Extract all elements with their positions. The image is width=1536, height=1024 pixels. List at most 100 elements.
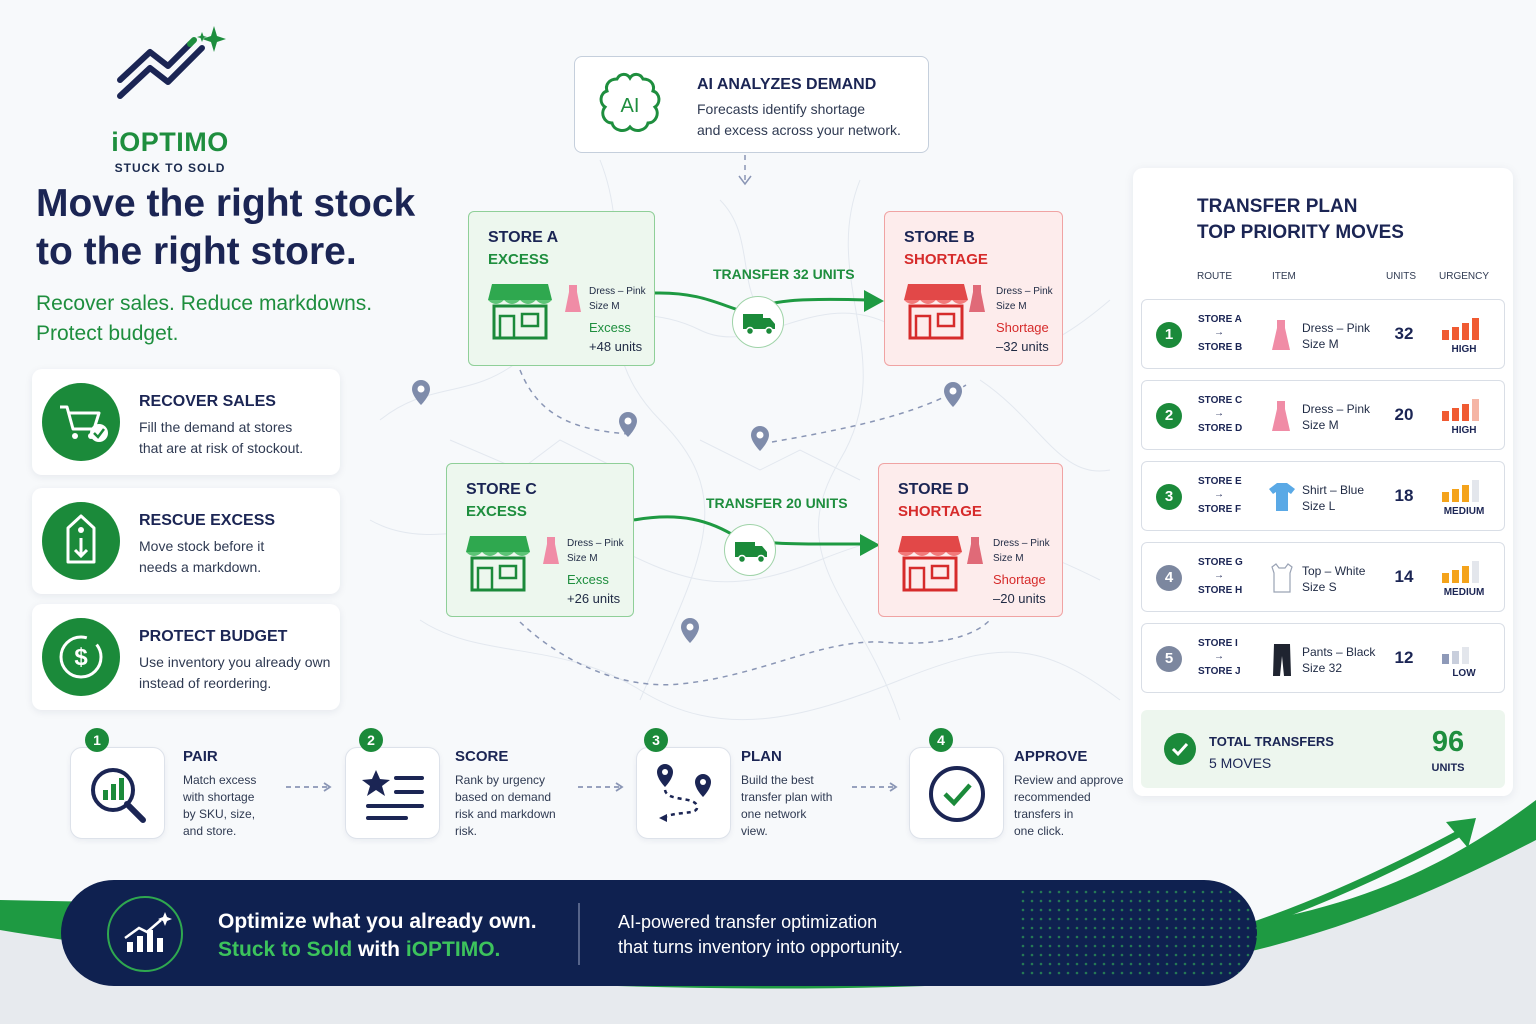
total-units-value: 96 xyxy=(1431,726,1465,758)
dress-icon xyxy=(565,285,581,312)
urgency-bars-icon xyxy=(1442,318,1479,340)
row-number-badge: 1 xyxy=(1156,322,1182,348)
dot-pattern-decoration xyxy=(1021,890,1257,980)
urgency-bars-icon xyxy=(1442,480,1479,502)
step-approve-icon-box xyxy=(909,747,1004,839)
step-title: PAIR xyxy=(183,748,218,765)
store-b-card: STORE B SHORTAGE Dress – Pink Size M Sho… xyxy=(884,211,1063,366)
banner-description: AI-powered transfer optimization that tu… xyxy=(618,912,903,957)
transfer-label-ab: TRANSFER 32 UNITS xyxy=(713,266,855,282)
urgency-label: MEDIUM xyxy=(1443,587,1485,598)
route-arrow: → xyxy=(1214,489,1224,500)
transfer-plan-title: TRANSFER PLAN TOP PRIORITY MOVES xyxy=(1197,196,1404,243)
step-number-badge: 4 xyxy=(929,728,953,752)
step-number-badge: 3 xyxy=(644,728,668,752)
benefit-rescue-excess: RESCUE EXCESS Move stock before it needs… xyxy=(32,488,340,594)
route-arrow: → xyxy=(1214,651,1224,662)
urgency-label: HIGH xyxy=(1451,344,1477,355)
top-icon xyxy=(1271,563,1293,593)
hero-subtitle: Recover sales. Reduce markdowns. Protect… xyxy=(36,292,373,345)
bottom-banner: Optimize what you already own. Stuck to … xyxy=(61,880,1257,986)
route-from: STORE A xyxy=(1198,314,1242,325)
banner-headline: Optimize what you already own. xyxy=(218,910,537,933)
total-units-label: UNITS xyxy=(1431,762,1465,774)
store-a-card: STORE A EXCESS Dress – Pink Size M Exces… xyxy=(468,211,655,366)
dashed-arrow-icon xyxy=(852,782,898,792)
route-to: STORE F xyxy=(1198,504,1242,515)
column-header-item: ITEM xyxy=(1272,271,1296,282)
urgency-label: HIGH xyxy=(1451,425,1477,436)
route-to: STORE H xyxy=(1198,585,1243,596)
dashed-arrow-icon xyxy=(578,782,624,792)
price-tag-down-icon xyxy=(42,502,120,580)
units-value: 14 xyxy=(1394,567,1414,586)
step-number-badge: 1 xyxy=(85,728,109,752)
route-to: STORE J xyxy=(1198,666,1241,677)
brand-logo: iOPTIMO STUCK TO SOLD xyxy=(100,26,240,175)
route-from: STORE E xyxy=(1198,476,1242,487)
step-title: SCORE xyxy=(455,748,509,765)
total-label: TOTAL TRANSFERS xyxy=(1209,734,1334,749)
step-pair-icon-box xyxy=(70,747,165,839)
route-from: STORE G xyxy=(1198,557,1243,568)
magnifier-chart-icon xyxy=(91,768,146,823)
transfer-label-cd: TRANSFER 20 UNITS xyxy=(706,495,848,511)
urgency-label: MEDIUM xyxy=(1443,506,1485,517)
brand-name: iOPTIMO xyxy=(111,127,229,157)
storefront-icon xyxy=(466,536,530,592)
column-header-route: ROUTE xyxy=(1197,271,1232,282)
urgency-bars-icon xyxy=(1442,647,1469,664)
truck-icon xyxy=(732,296,784,348)
route-arrow: → xyxy=(1214,570,1224,581)
units-value: 12 xyxy=(1394,648,1414,667)
step-plan-icon-box xyxy=(636,747,731,839)
route-arrow: → xyxy=(1214,327,1224,338)
benefit-protect-budget: $ PROTECT BUDGET Use inventory you alrea… xyxy=(32,604,340,710)
step-title: PLAN xyxy=(741,748,782,765)
star-list-icon xyxy=(362,770,424,820)
route-from: STORE I xyxy=(1198,638,1238,649)
check-circle-icon xyxy=(1164,733,1196,765)
ai-card-description: Forecasts identify shortage and excess a… xyxy=(697,101,901,138)
route-from: STORE C xyxy=(1198,395,1243,406)
step-title: APPROVE xyxy=(1014,748,1088,765)
units-value: 20 xyxy=(1394,405,1414,424)
growth-chart-icon xyxy=(107,896,183,972)
brand-tagline: STUCK TO SOLD xyxy=(114,161,226,175)
route-to: STORE B xyxy=(1198,342,1243,353)
dress-icon xyxy=(967,537,983,564)
dress-icon xyxy=(543,537,559,564)
row-number-badge: 5 xyxy=(1156,646,1182,672)
storefront-icon xyxy=(898,536,962,592)
transfer-plan-panel: TRANSFER PLAN TOP PRIORITY MOVES ROUTE I… xyxy=(1133,168,1513,796)
dashed-arrow-icon xyxy=(286,782,332,792)
check-circle-icon xyxy=(929,766,985,822)
row-number-badge: 2 xyxy=(1156,403,1182,429)
truck-icon xyxy=(724,524,776,576)
column-header-units: UNITS xyxy=(1386,271,1416,282)
ai-card-title: AI ANALYZES DEMAND xyxy=(697,76,877,93)
step-score-icon-box xyxy=(345,747,440,839)
svg-text:$: $ xyxy=(74,644,88,671)
shirt-icon xyxy=(1269,483,1295,511)
urgency-bars-icon xyxy=(1442,399,1479,421)
ai-brain-icon: AI xyxy=(599,72,661,132)
storefront-icon xyxy=(904,284,968,340)
banner-subheadline: Stuck to Sold with iOPTIMO. xyxy=(218,938,501,961)
urgency-bars-icon xyxy=(1442,561,1479,583)
route-to: STORE D xyxy=(1198,423,1243,434)
svg-text:AI: AI xyxy=(621,95,640,117)
